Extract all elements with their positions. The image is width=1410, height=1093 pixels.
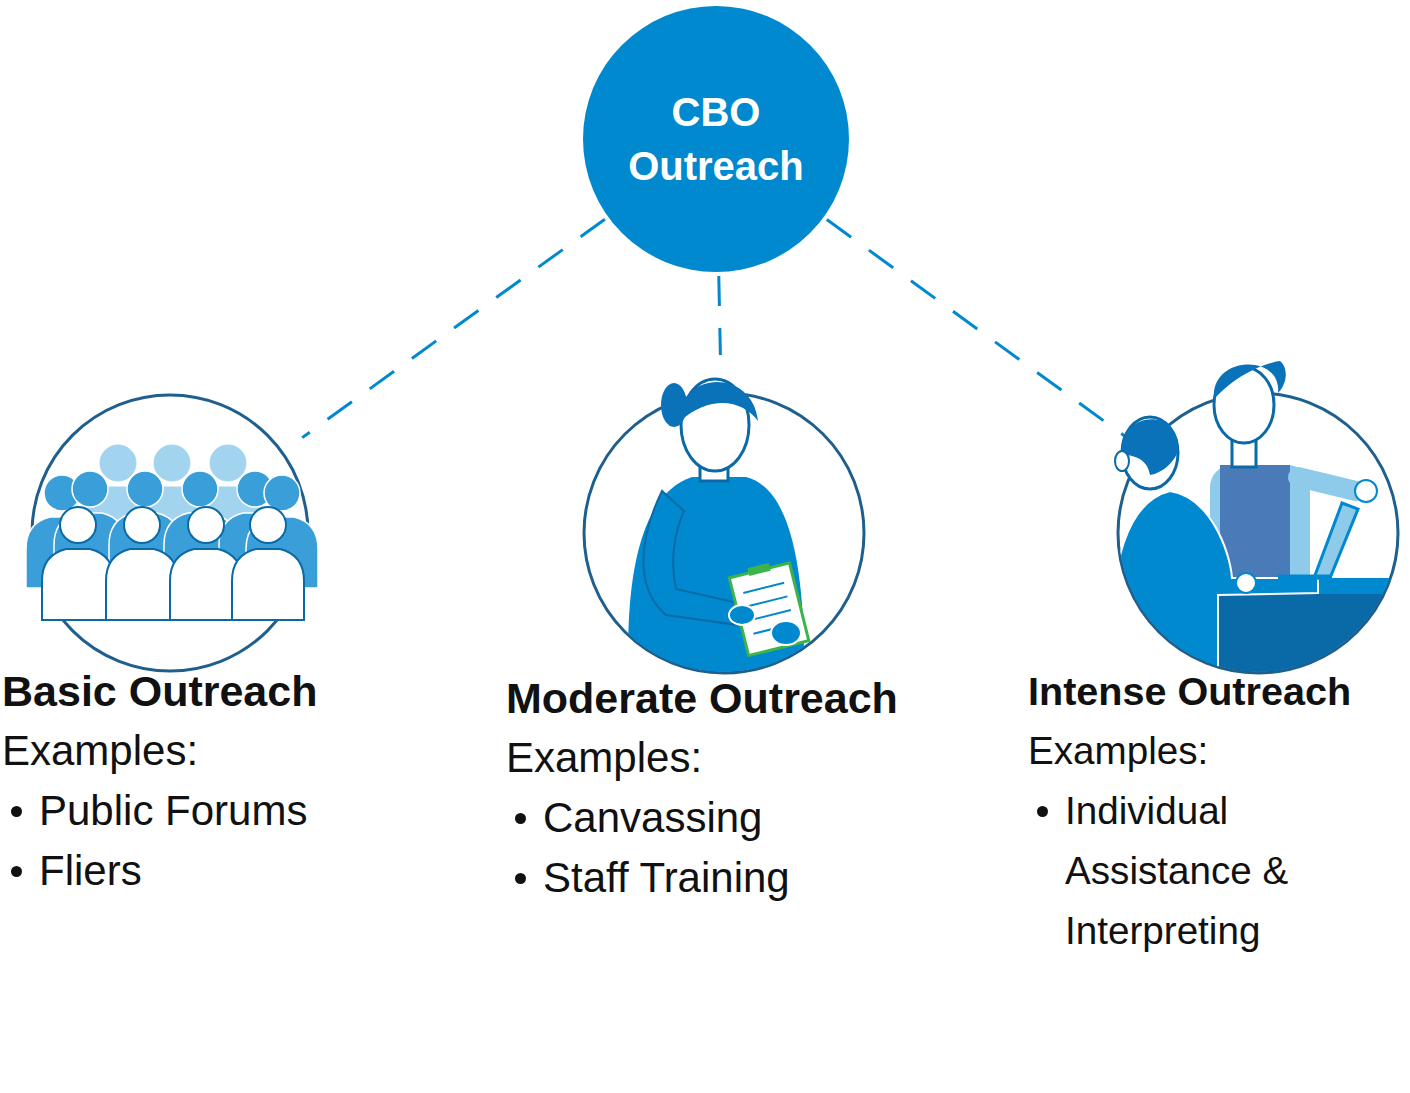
example-text: Canvassing [543, 794, 762, 841]
illustration-part [106, 507, 178, 620]
assistance-illustration [1078, 333, 1410, 693]
illustration-part [747, 596, 788, 606]
illustration-part [747, 563, 770, 576]
illustration-part [1278, 575, 1332, 580]
crowd-illustration [0, 333, 350, 693]
illustration-part [1122, 417, 1178, 489]
illustration-part [42, 507, 114, 620]
bullet-dot [11, 806, 22, 817]
illustration-part [771, 621, 801, 645]
bullet-item: Canvassing [506, 788, 843, 848]
example-text: Public Forums [39, 787, 307, 834]
example-text: Staff Training [543, 854, 790, 901]
illustration-part [743, 583, 784, 593]
canvasser-illustration [544, 333, 904, 693]
bullet-dot [1037, 806, 1048, 817]
examples-label: Examples: [1028, 721, 1406, 781]
examples-label: Examples: [506, 728, 926, 788]
example-text: Fliers [39, 847, 142, 894]
bullet-item: Staff Training [506, 848, 843, 908]
illustration-part [232, 507, 304, 620]
outreach-level: Basic OutreachExamples: Public ForumsFlie… [2, 661, 402, 901]
bullet-dot [515, 813, 526, 824]
bullet-dot [515, 873, 526, 884]
illustration-part [1236, 573, 1256, 593]
example-text: Individual Assistance & Interpreting [1065, 789, 1288, 952]
level-heading: Moderate Outreach [506, 668, 926, 728]
illustration-part [728, 558, 809, 655]
level-heading: Intense Outreach [1028, 661, 1406, 721]
bullet-dot [11, 866, 22, 877]
hub-circle: CBO Outreach [583, 6, 849, 272]
illustration-part [1314, 503, 1358, 578]
hub-label: CBO Outreach [616, 85, 816, 193]
illustration-part [1108, 491, 1318, 683]
examples-label: Examples: [2, 721, 402, 781]
outreach-level: Intense OutreachExamples: Individual Assi… [1028, 661, 1406, 961]
illustration-part [680, 382, 758, 421]
illustration-part [1108, 465, 1410, 694]
illustration-part [1214, 361, 1286, 399]
dashed-connector [719, 276, 721, 355]
outreach-level: Moderate OutreachExamples: CanvassingStaf… [506, 668, 926, 908]
illustration-part [1298, 477, 1356, 491]
illustration-part [729, 605, 755, 625]
illustration-part [42, 507, 304, 620]
bullet-item: Individual Assistance & Interpreting [1028, 781, 1365, 961]
dashed-connector [302, 219, 605, 437]
illustration-part [729, 563, 809, 656]
level-heading: Basic Outreach [2, 661, 402, 721]
dashed-connector [827, 220, 1135, 444]
illustration-part [750, 610, 791, 620]
illustration-part [1122, 419, 1178, 475]
illustration-part [661, 383, 687, 427]
illustration-part [1355, 480, 1377, 502]
bullet-item: Fliers [2, 841, 339, 901]
bullet-item: Public Forums [2, 781, 339, 841]
illustration-part [1115, 451, 1129, 471]
illustration-part [643, 491, 738, 625]
illustration-part [32, 395, 308, 671]
